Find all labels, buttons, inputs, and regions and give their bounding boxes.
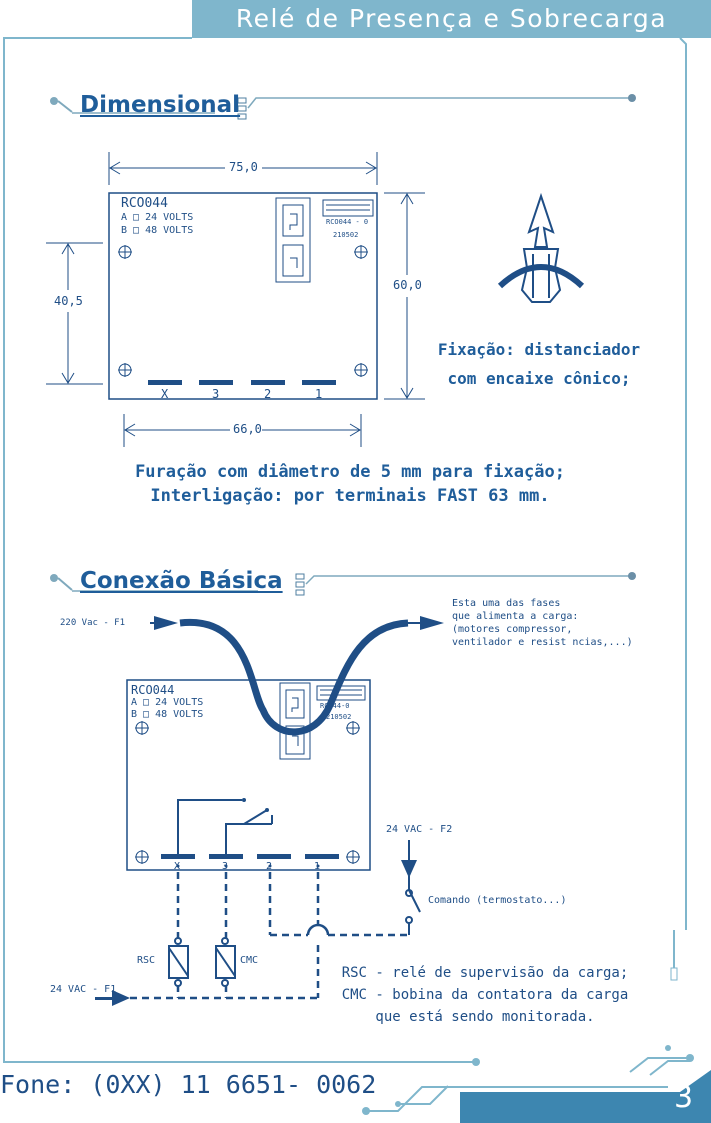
output-note: Esta uma das fases que alimenta a carga:…: [452, 597, 633, 649]
board-option-b-2: B □ 48 VOLTS: [131, 709, 204, 720]
furacao-note: Furação com diâmetro de 5 mm para fixaçã…: [135, 462, 565, 482]
terminal-1-label-2: 1: [314, 861, 321, 872]
board-logo-date-2: 210502: [326, 713, 352, 721]
f1-label: 24 VAC - F1: [50, 984, 117, 995]
terminal-1-label: 1: [315, 387, 323, 401]
terminal-3-label-2: 3: [222, 861, 229, 872]
footer-phone: Fone: (0XX) 11 6651- 0062: [0, 1070, 377, 1099]
legend-line-3: que está sendo monitorada.: [375, 1009, 595, 1025]
board-logo-code-2: RCO44-0: [320, 702, 350, 710]
section-title-conexao-basica: Conexão Básica: [80, 568, 283, 594]
dimension-left: 40,5: [54, 294, 83, 308]
board-option-a: A □ 24 VOLTS: [121, 212, 194, 223]
terminal-2-label: 2: [264, 387, 272, 401]
board-option-a-2: A □ 24 VOLTS: [131, 697, 204, 708]
terminal-x-label: X: [161, 387, 169, 401]
dimension-bottom: 66,0: [233, 422, 262, 436]
board-model: RCO044: [121, 196, 168, 211]
legend-line-2: CMC - bobina da contatora da carga: [341, 987, 629, 1003]
fixacao-line-2: com encaixe cônico;: [447, 369, 631, 388]
comando-label: Comando (termostato...): [428, 895, 567, 906]
cmc-label: CMC: [240, 955, 259, 966]
interligacao-note: Interligação: por terminais FAST 63 mm.: [150, 486, 550, 506]
page-title: Relé de Presença e Sobrecarga: [235, 4, 668, 33]
output-note-line-4: ventilador e resist ncias,...): [452, 637, 633, 648]
board-model-2: RCO044: [131, 683, 175, 697]
board-option-b: B □ 48 VOLTS: [121, 225, 194, 236]
input-f1-label: 220 Vac - F1: [60, 618, 126, 628]
terminal-x-label-2: X: [174, 861, 181, 872]
dimension-height: 60,0: [393, 278, 422, 292]
header-bar: [192, 0, 711, 38]
f2-label: 24 VAC - F2: [386, 824, 453, 835]
board-logo-date: 210502: [333, 231, 359, 239]
board-logo-code: RCO044 - 0: [326, 218, 369, 226]
legend: RSC - relé de supervisão da carga; CMC -…: [320, 962, 650, 1028]
rsc-label: RSC: [137, 955, 156, 966]
fixacao-line-1: Fixação: distanciador: [437, 340, 641, 359]
terminal-3-label: 3: [212, 387, 220, 401]
output-note-line-3: (motores compressor,: [452, 624, 573, 635]
page-number: 3: [674, 1080, 694, 1115]
output-note-line-1: Esta uma das fases: [452, 598, 561, 609]
legend-line-1: RSC - relé de supervisão da carga;: [341, 965, 629, 981]
output-note-line-2: que alimenta a carga:: [452, 611, 579, 622]
section-title-dimensional: Dimensional: [80, 92, 241, 118]
dimension-width: 75,0: [229, 160, 258, 174]
terminal-2-label-2: 2: [266, 861, 273, 872]
